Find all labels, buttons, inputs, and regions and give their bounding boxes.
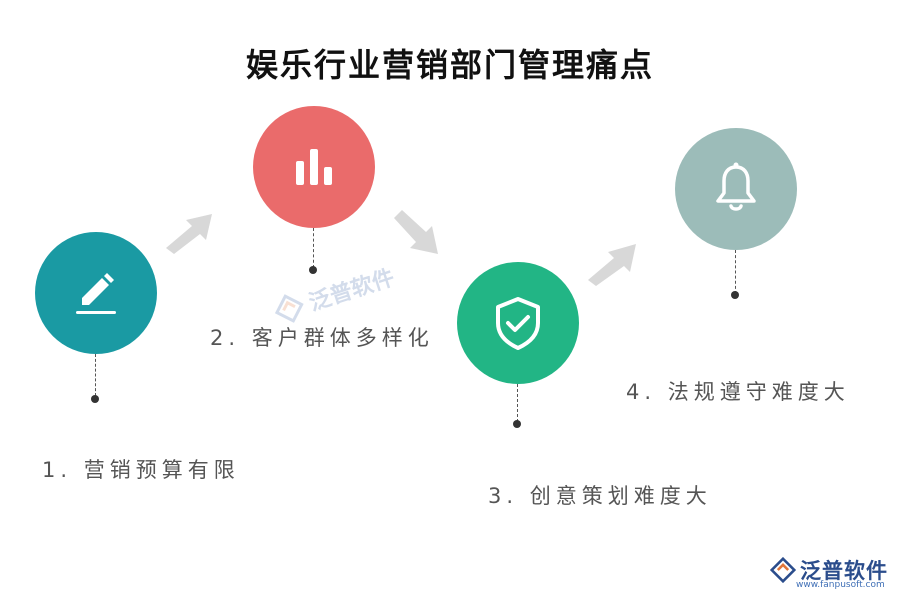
step-2-dot [309,266,317,274]
step-1-circle [35,232,157,354]
arrow-down-right-icon [394,210,438,254]
brand-logo: 泛普软件 [770,555,888,585]
arrow-up-right-icon [166,214,212,254]
brand-url: www.fanpusoft.com [796,580,885,590]
step-3-label: 3. 创意策划难度大 [488,484,712,508]
step-2-circle [253,106,375,228]
page-title: 娱乐行业营销部门管理痛点 [245,46,654,84]
step-1-connector [95,354,96,396]
watermark-brand-name: 泛普软件 [306,265,398,317]
step-1-label: 1. 营销预算有限 [42,458,240,482]
shield-check-icon [496,297,540,350]
step-4-dot [731,291,739,299]
step-4-connector [735,250,736,294]
bell-icon [716,162,756,211]
brand-logo-icon [770,557,796,583]
step-3-circle [457,262,579,384]
step-4-circle [675,128,797,250]
brand-logo-icon [274,294,304,323]
step-3-connector [517,384,518,422]
step-4-label: 4. 法规遵守难度大 [626,380,850,404]
brand-name: 泛普软件 [800,559,888,583]
arrow-up-right-icon [588,244,636,286]
bar-chart-icon [296,149,332,185]
step-2-label: 2. 客户群体多样化 [210,326,434,350]
step-2-connector [313,228,314,268]
step-3-dot [513,420,521,428]
pencil-icon [76,273,116,314]
step-1-dot [91,395,99,403]
watermark: 泛普软件 [270,260,398,329]
